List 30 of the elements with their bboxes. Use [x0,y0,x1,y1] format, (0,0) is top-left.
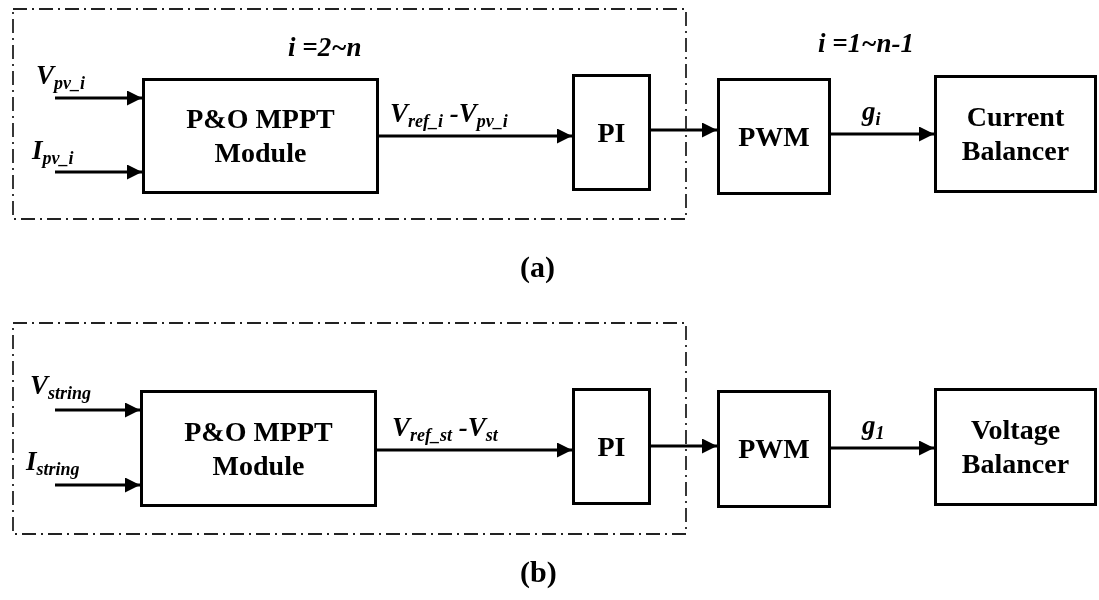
arrow [651,122,717,138]
arrow [831,126,934,142]
panel-caption: (a) [520,250,555,284]
process-block: P&O MPPT Module [140,390,377,507]
edge-label: V$_{string}$ [30,372,92,402]
edge-label: g$_{1}$ [862,412,885,442]
process-block: PWM [717,78,831,195]
arrow [651,438,717,454]
process-block: PI [572,388,651,505]
process-block: P&O MPPT Module [142,78,379,194]
edge-label: I$_{string}$ [26,448,80,478]
edge-label: V$_{ref_st}$ -V$_{st}$ [392,414,498,444]
process-block: PI [572,74,651,191]
arrow [55,477,140,493]
process-block: Voltage Balancer [934,388,1097,506]
process-block: Current Balancer [934,75,1097,193]
index-range-label: i =1~n-1 [818,28,915,59]
panel-caption: (b) [520,555,557,589]
arrow [379,128,572,144]
arrow [831,440,934,456]
edge-label: V$_{ref_i}$ -V$_{pv_i}$ [390,100,508,130]
edge-label: g$_{i}$ [862,98,881,128]
edge-label: V$_{pv_i}$ [36,62,85,92]
arrow [55,164,142,180]
arrow [55,402,140,418]
edge-label: I$_{pv_i}$ [32,137,74,167]
group-heading: i =2~n [288,32,362,63]
process-block: PWM [717,390,831,508]
arrow [55,90,142,106]
arrow [377,442,572,458]
